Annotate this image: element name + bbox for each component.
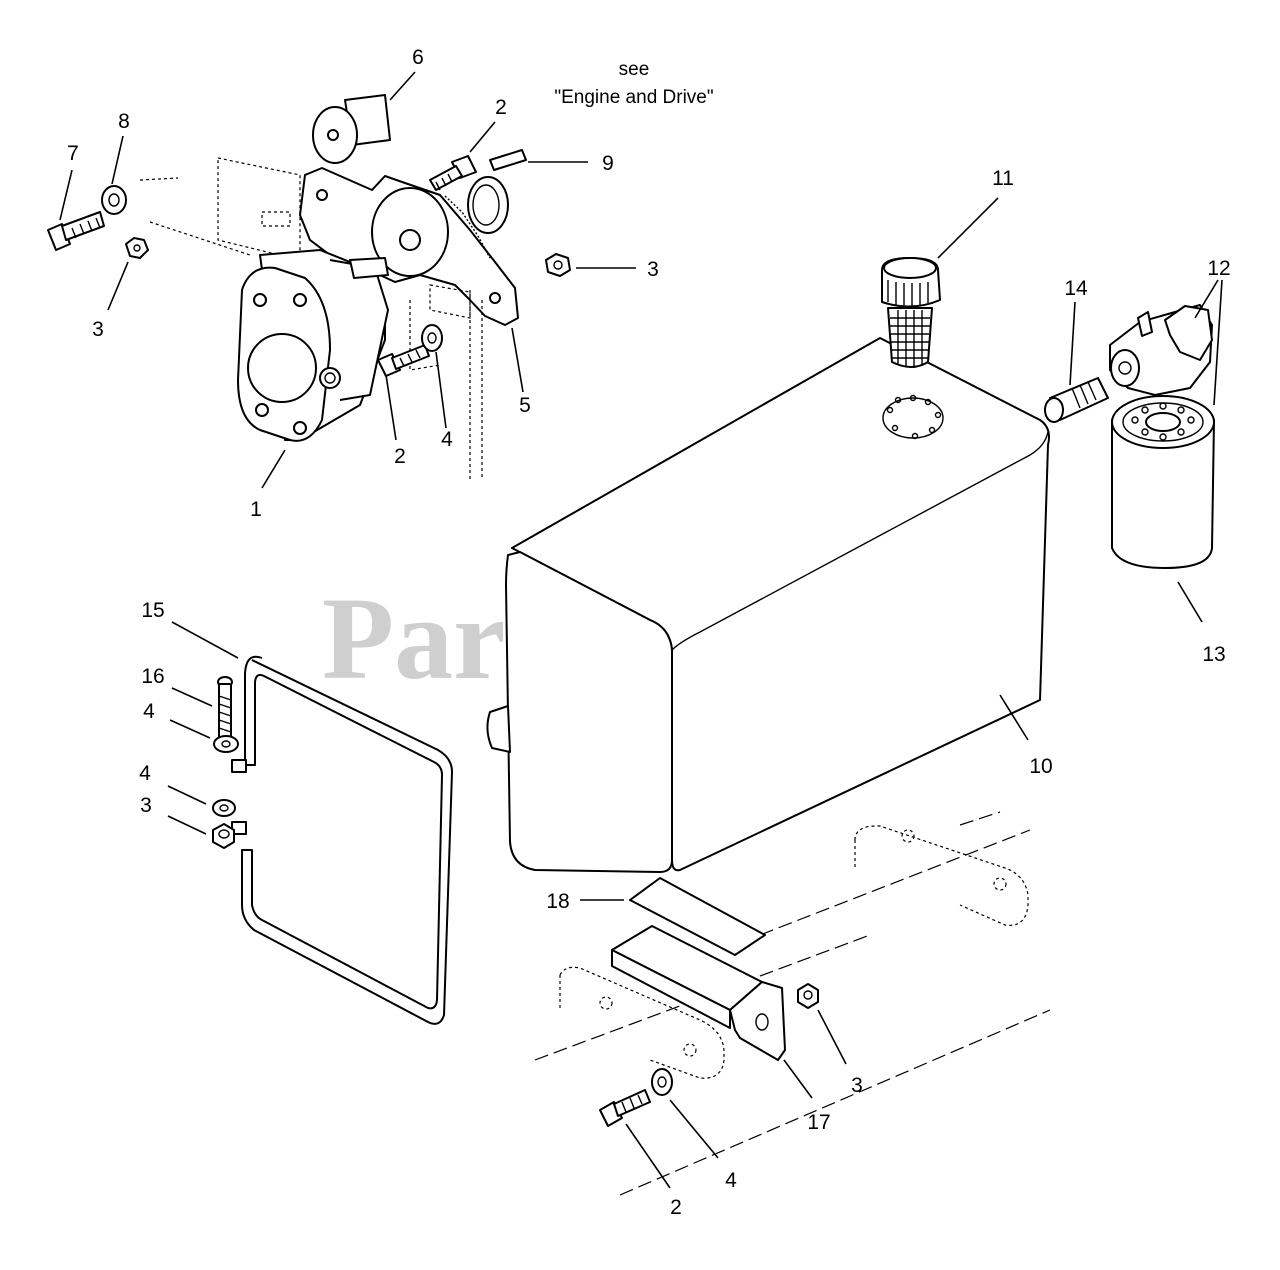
- mounting-plate-part-5: [299, 167, 519, 326]
- bolt-part-2-lower: [377, 344, 430, 377]
- callout-8: 8: [118, 110, 130, 133]
- callout-6: 6: [412, 46, 424, 69]
- coupling-part-6: [312, 94, 391, 164]
- callout-2-bracket: 2: [670, 1196, 682, 1219]
- callout-numbers: 6 2 9 8 7 3 3 2 4 5 1 11 14 12 13 10 15 …: [67, 46, 1231, 1219]
- nut-part-3-bracket: [797, 983, 819, 1009]
- gear-ring: [467, 176, 509, 234]
- bolt-part-2-bracket: [599, 1089, 651, 1127]
- callout-7: 7: [67, 142, 79, 165]
- callout-9: 9: [602, 152, 614, 175]
- key-part-9: [489, 149, 527, 171]
- note-line-1: see: [619, 59, 650, 80]
- callout-5: 5: [519, 394, 531, 417]
- callout-15: 15: [141, 599, 164, 622]
- bracket-part-17: [611, 925, 786, 1061]
- pad-part-18: [629, 877, 766, 956]
- callout-10: 10: [1029, 755, 1052, 778]
- callout-1: 1: [250, 498, 262, 521]
- lock-washer-part-8: [101, 185, 127, 215]
- callout-4-strap-bottom: 4: [139, 762, 151, 785]
- callout-3-strap: 3: [140, 794, 152, 817]
- callout-3-bracket: 3: [851, 1074, 863, 1097]
- callout-4-pump: 4: [441, 428, 453, 451]
- hydraulic-pump-part-1: [237, 249, 389, 442]
- callout-12: 12: [1207, 257, 1230, 280]
- washer-part-4-strap-top: [213, 735, 239, 753]
- leader-lines: [59, 71, 1223, 1189]
- callout-4-bracket: 4: [725, 1169, 737, 1192]
- frame-rails-outline: [534, 811, 1051, 1196]
- callout-2-top: 2: [495, 96, 507, 119]
- bolt-part-7: [47, 211, 105, 251]
- washer-part-4-bracket: [651, 1068, 673, 1096]
- washer-part-4-strap-bottom: [212, 799, 236, 817]
- callout-13: 13: [1202, 643, 1225, 666]
- callout-18: 18: [546, 890, 569, 913]
- carriage-bolt-part-16: [217, 676, 233, 743]
- callout-16: 16: [141, 665, 164, 688]
- note-line-2: "Engine and Drive": [554, 87, 713, 108]
- tank-strap-part-15: [231, 655, 453, 1025]
- nut-part-3-strap: [212, 823, 235, 849]
- nut-part-3-right: [545, 253, 571, 277]
- filter-head-part-12: [1109, 304, 1213, 396]
- callout-3-left: 3: [92, 318, 104, 341]
- washer-part-4-pump: [421, 324, 443, 352]
- hydraulic-tank-part-10: [486, 337, 1050, 873]
- callout-14: 14: [1064, 277, 1088, 300]
- nut-part-3-left: [125, 237, 149, 259]
- callout-2-lower: 2: [394, 445, 406, 468]
- bolt-part-2-top: [429, 155, 477, 191]
- oil-filter-part-13: [1111, 395, 1215, 569]
- callout-4-strap-top: 4: [143, 700, 155, 723]
- callout-17: 17: [807, 1111, 830, 1134]
- breather-strainer-part-11: [881, 257, 941, 368]
- callout-11: 11: [992, 167, 1014, 190]
- callout-3-right: 3: [647, 258, 659, 281]
- fitting-part-14: [1044, 377, 1109, 423]
